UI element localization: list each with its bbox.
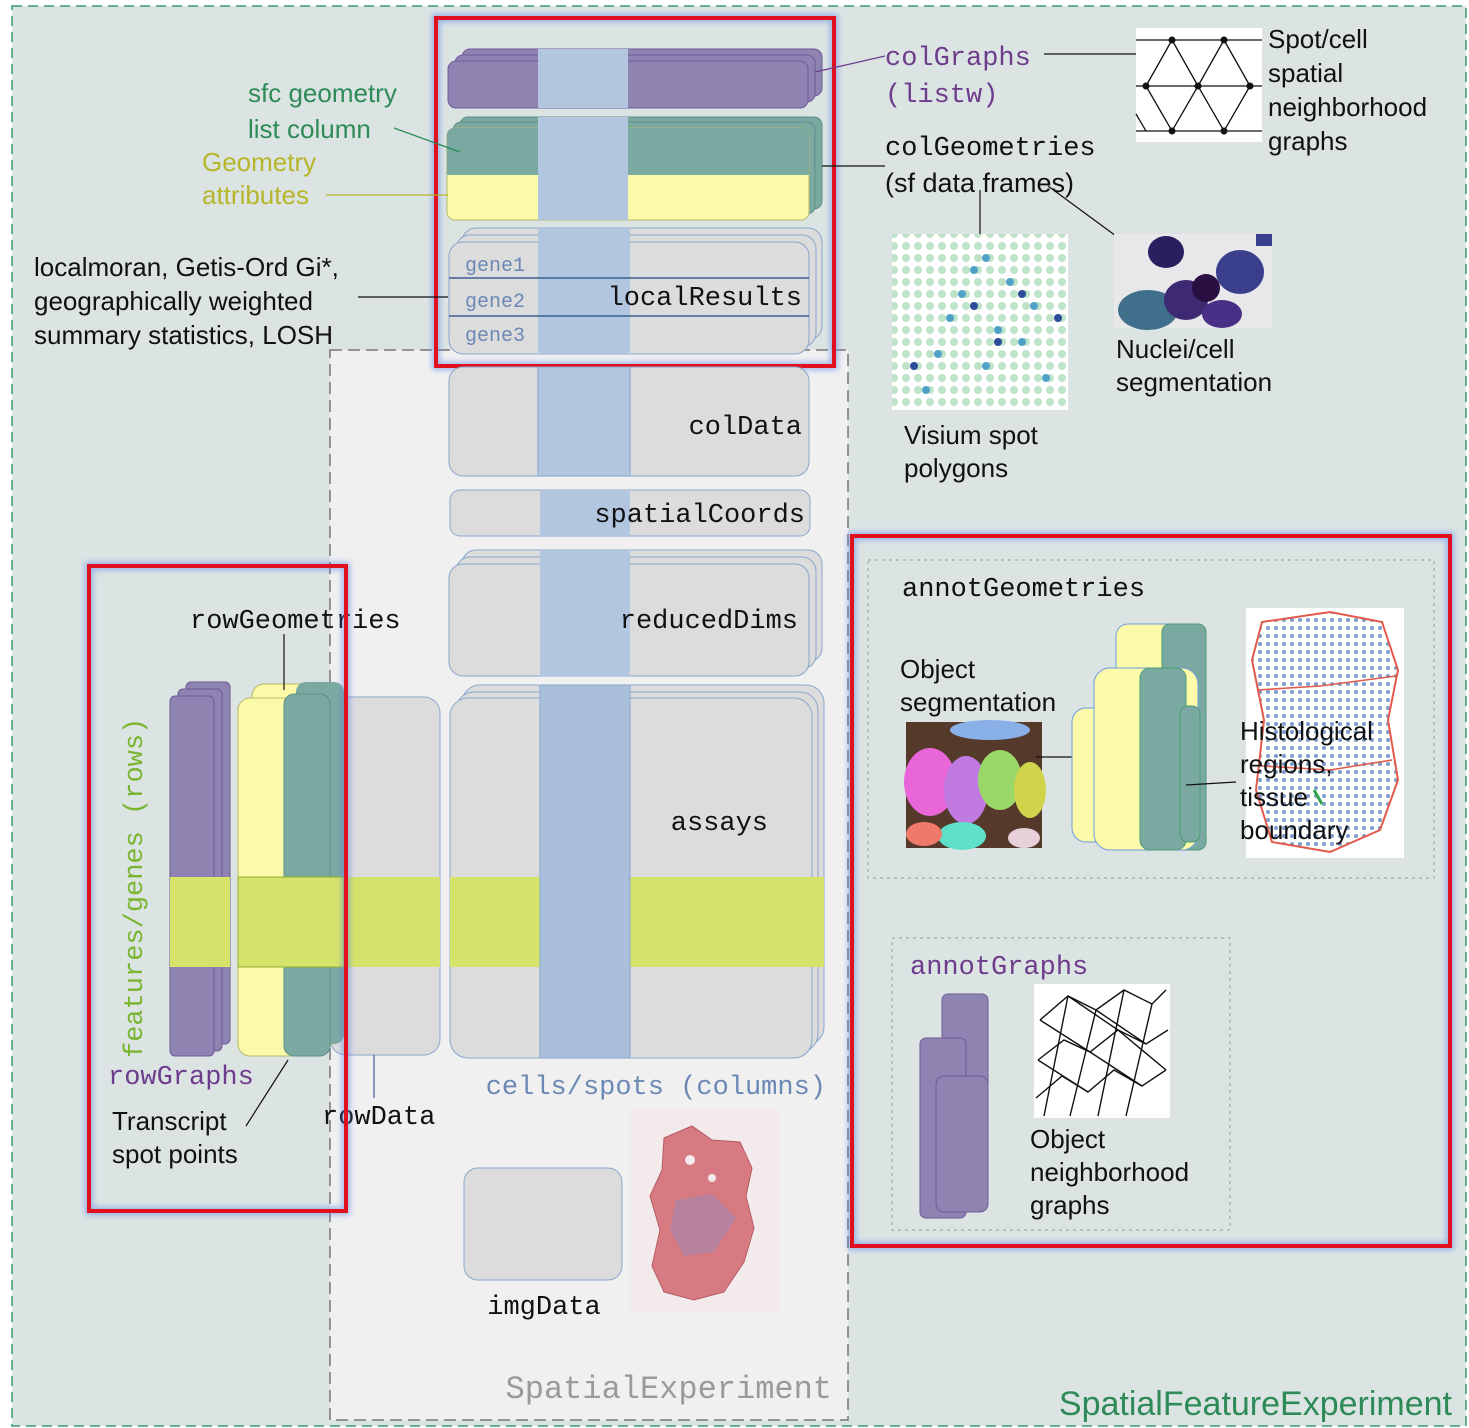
- annotgeometries-label: annotGeometries: [902, 575, 1145, 605]
- visium-spots-image: [892, 234, 1068, 410]
- annot-graphs-stack: [919, 993, 989, 1219]
- rowgraphs-label: rowGraphs: [108, 1063, 254, 1093]
- transcript-label-2: spot points: [112, 1139, 238, 1169]
- histological-label-4: boundary: [1240, 815, 1348, 845]
- spatialcoords-box: [449, 489, 811, 537]
- nuclei-segmentation-image: [1114, 234, 1272, 330]
- geometry-attributes-label-2: attributes: [202, 180, 309, 210]
- gene-label-1: gene1: [465, 255, 525, 278]
- sfc-geometry-label-2: list column: [248, 114, 371, 144]
- object-graphs-label-3: graphs: [1030, 1190, 1110, 1220]
- rowdata-label: rowData: [322, 1103, 435, 1133]
- object-segmentation-image: [904, 720, 1046, 850]
- reduceddims-label: reducedDims: [620, 607, 798, 637]
- histology-image: [1246, 608, 1404, 858]
- histological-label-2: regions,: [1240, 749, 1333, 779]
- local-methods-label-2: geographically weighted: [34, 286, 313, 316]
- sfe-label: SpatialFeatureExperiment: [1059, 1385, 1453, 1423]
- assays-label: assays: [671, 809, 768, 839]
- local-methods-label-3: summary statistics, LOSH: [34, 320, 333, 350]
- localresults-stack: [448, 227, 823, 355]
- spot-neighbor-graph-image: [1135, 28, 1262, 142]
- colgraphs-label-2: (listw): [885, 81, 998, 111]
- spot-graphs-label-1: Spot/cell: [1268, 24, 1368, 54]
- visium-label-1: Visium spot: [904, 420, 1039, 450]
- histological-label-3: tissue: [1240, 782, 1308, 812]
- colgraphs-stack: [447, 48, 823, 109]
- rowgraphs-stack: [169, 681, 231, 1057]
- highlight-row: [87, 564, 348, 1213]
- annotgeometries-group: [867, 559, 1435, 879]
- spatialcoords-label: spatialCoords: [594, 501, 805, 531]
- coldata-label: colData: [689, 413, 802, 443]
- se-label: SpatialExperiment: [506, 1371, 832, 1408]
- spot-graphs-label-3: neighborhood: [1268, 92, 1427, 122]
- nuclei-label-1: Nuclei/cell: [1116, 334, 1235, 364]
- localresults-label: localResults: [608, 284, 802, 314]
- reduceddims-stack: [448, 549, 823, 677]
- gene-label-3: gene3: [465, 325, 525, 348]
- visium-label-2: polygons: [904, 453, 1008, 483]
- spot-graphs-label-4: graphs: [1268, 126, 1348, 156]
- highlight-annot: [850, 534, 1452, 1248]
- geometry-attributes-label-1: Geometry: [202, 147, 316, 177]
- annotgraphs-label: annotGraphs: [910, 953, 1088, 983]
- sfc-geometry-label-1: sfc geometry: [248, 78, 397, 108]
- local-methods-label-1: localmoran, Getis-Ord Gi*,: [34, 252, 339, 282]
- tissue-image: [630, 1108, 780, 1313]
- colgraphs-label-1: colGraphs: [885, 44, 1031, 74]
- highlight-col-top: [434, 16, 836, 368]
- annot-geometries-stack: [1071, 623, 1207, 851]
- histological-label-1: Histological: [1240, 716, 1373, 746]
- features-genes-label: features/genes (rows): [121, 718, 151, 1058]
- colgeometries-stack: [446, 116, 823, 221]
- rowdata-box: [329, 696, 441, 1056]
- cells-spots-label: cells/spots (columns): [486, 1073, 826, 1103]
- object-seg-label-1: Object: [900, 654, 976, 684]
- gene-label-2: gene2: [465, 291, 525, 314]
- spot-graphs-label-2: spatial: [1268, 58, 1343, 88]
- object-seg-label-2: segmentation: [900, 687, 1056, 717]
- rowgeometries-stack: [237, 682, 345, 1057]
- object-neighbor-graph-image: [1034, 984, 1170, 1118]
- coldata-box: [448, 366, 810, 477]
- annotgraphs-group: [891, 937, 1231, 1231]
- nuclei-label-2: segmentation: [1116, 367, 1272, 397]
- imgdata-label: imgData: [487, 1293, 600, 1323]
- rowgeometries-label: rowGeometries: [190, 607, 401, 637]
- object-graphs-label-1: Object: [1030, 1124, 1106, 1154]
- colgeometries-label-1: colGeometries: [885, 134, 1096, 164]
- transcript-label-1: Transcript: [112, 1106, 227, 1136]
- imgdata-box: [463, 1167, 623, 1281]
- assays-stack: [449, 684, 825, 1059]
- object-graphs-label-2: neighborhood: [1030, 1157, 1189, 1187]
